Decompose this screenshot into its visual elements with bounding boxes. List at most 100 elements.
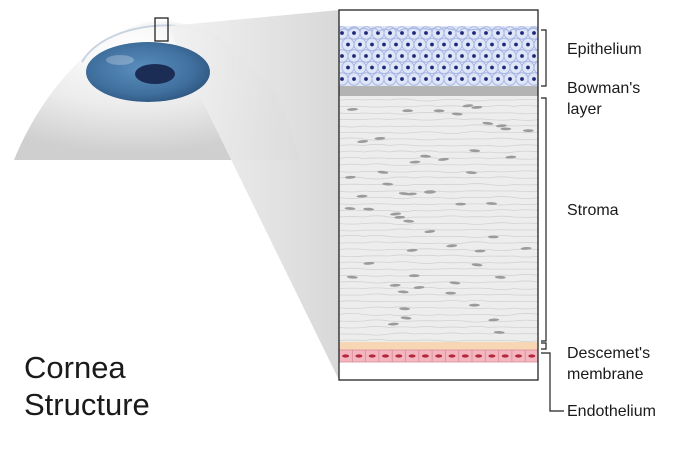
endothelial-nucleus	[488, 354, 496, 358]
epithelial-nucleus	[532, 54, 536, 58]
cross-section	[338, 9, 558, 381]
keratocyte	[406, 248, 418, 252]
endothelium-layer	[338, 349, 539, 363]
epithelial-nucleus	[340, 31, 344, 35]
collagen-fiber	[339, 312, 538, 317]
epithelial-nucleus	[376, 77, 380, 81]
epithelial-nucleus	[358, 42, 362, 47]
epithelial-nucleus	[502, 42, 506, 47]
keratocyte	[409, 160, 421, 164]
bracket-endothelium	[541, 352, 564, 412]
epithelial-nucleus	[532, 77, 536, 81]
collagen-fiber	[339, 137, 538, 141]
keratocyte	[344, 175, 356, 179]
collagen-fiber	[339, 98, 538, 102]
epithelial-nucleus	[466, 42, 470, 47]
collagen-fiber	[339, 157, 538, 160]
endothelial-nucleus	[408, 354, 416, 358]
epithelial-nucleus	[364, 77, 368, 81]
keratocyte	[347, 107, 359, 111]
section-frame	[338, 9, 539, 381]
epithelial-nucleus	[424, 54, 428, 58]
epithelial-nucleus	[496, 31, 500, 35]
collagen-fiber	[339, 215, 538, 219]
label-bowmans-line1: Bowman's	[567, 80, 641, 97]
endothelial-nucleus	[368, 354, 376, 358]
stroma-layer	[339, 96, 538, 342]
epithelial-nucleus	[418, 65, 422, 70]
keratocyte	[346, 275, 358, 279]
collagen-fiber	[339, 299, 538, 303]
diagram-title-line1: Cornea	[24, 350, 126, 385]
epithelial-nucleus	[460, 31, 464, 35]
epithelial-nucleus	[472, 31, 476, 35]
keratocyte	[505, 155, 517, 159]
endothelial-nucleus	[435, 354, 443, 358]
keratocyte	[424, 230, 436, 233]
keratocyte	[500, 127, 512, 131]
epithelium-surface	[339, 27, 538, 33]
keratocyte	[433, 109, 445, 113]
epithelial-nucleus	[382, 42, 386, 47]
epithelial-nucleus	[424, 77, 428, 81]
epithelial-nucleus	[508, 77, 512, 81]
epithelial-nucleus	[520, 54, 524, 58]
keratocyte	[390, 212, 402, 216]
epithelial-cell	[546, 38, 558, 50]
epithelial-nucleus	[520, 77, 524, 81]
collagen-fiber	[339, 222, 538, 225]
endothelial-nucleus	[355, 354, 363, 358]
epithelial-nucleus	[550, 43, 554, 47]
epithelial-nucleus	[508, 54, 512, 58]
pupil	[135, 64, 175, 84]
epithelial-nucleus	[340, 54, 344, 58]
collagen-fiber	[339, 332, 538, 336]
endothelial-nucleus	[448, 354, 456, 358]
keratocyte	[399, 307, 411, 311]
keratocyte	[488, 318, 500, 322]
epithelial-nucleus	[346, 65, 350, 70]
collagen-fiber	[339, 209, 538, 213]
keratocyte	[363, 207, 375, 211]
epithelial-nucleus	[382, 65, 386, 70]
label-stroma: Stroma	[567, 202, 619, 219]
epithelial-nucleus	[538, 66, 542, 70]
epithelial-nucleus	[412, 31, 416, 35]
diagram-title-line2: Structure	[24, 387, 150, 422]
epithelial-nucleus	[400, 54, 404, 58]
keratocyte	[482, 121, 494, 125]
collagen-fiber	[339, 267, 538, 271]
epithelial-nucleus	[352, 54, 356, 58]
epithelial-nucleus	[466, 65, 470, 70]
keratocyte	[420, 154, 431, 158]
collagen-fiber	[339, 118, 538, 121]
collagen-fiber	[339, 319, 538, 323]
keratocyte	[455, 202, 467, 206]
keratocyte	[356, 194, 368, 198]
epithelial-nucleus	[472, 54, 476, 58]
epithelial-nucleus	[460, 54, 464, 58]
keratocyte	[486, 202, 497, 205]
keratocyte	[377, 170, 389, 174]
epithelial-nucleus	[454, 42, 458, 47]
magnification-beam	[168, 10, 339, 380]
epithelial-nucleus	[538, 43, 542, 47]
epithelial-nucleus	[358, 65, 362, 70]
collagen-fiber	[339, 124, 538, 128]
collagen-fiber	[339, 130, 538, 135]
endothelial-nucleus	[528, 354, 536, 358]
collagen-fiber	[339, 170, 538, 173]
iris	[86, 42, 210, 102]
keratocyte	[344, 207, 356, 210]
epithelial-nucleus	[460, 77, 464, 81]
label-descemets-line2: membrane	[567, 366, 644, 383]
epithelial-nucleus	[484, 54, 488, 58]
collagen-fiber	[339, 150, 538, 154]
epithelial-nucleus	[514, 42, 518, 47]
keratocyte	[474, 249, 486, 253]
bracket-descemets	[541, 342, 547, 350]
epithelial-nucleus	[436, 31, 440, 35]
collagen-fiber	[339, 293, 538, 296]
epithelial-nucleus	[496, 54, 500, 58]
